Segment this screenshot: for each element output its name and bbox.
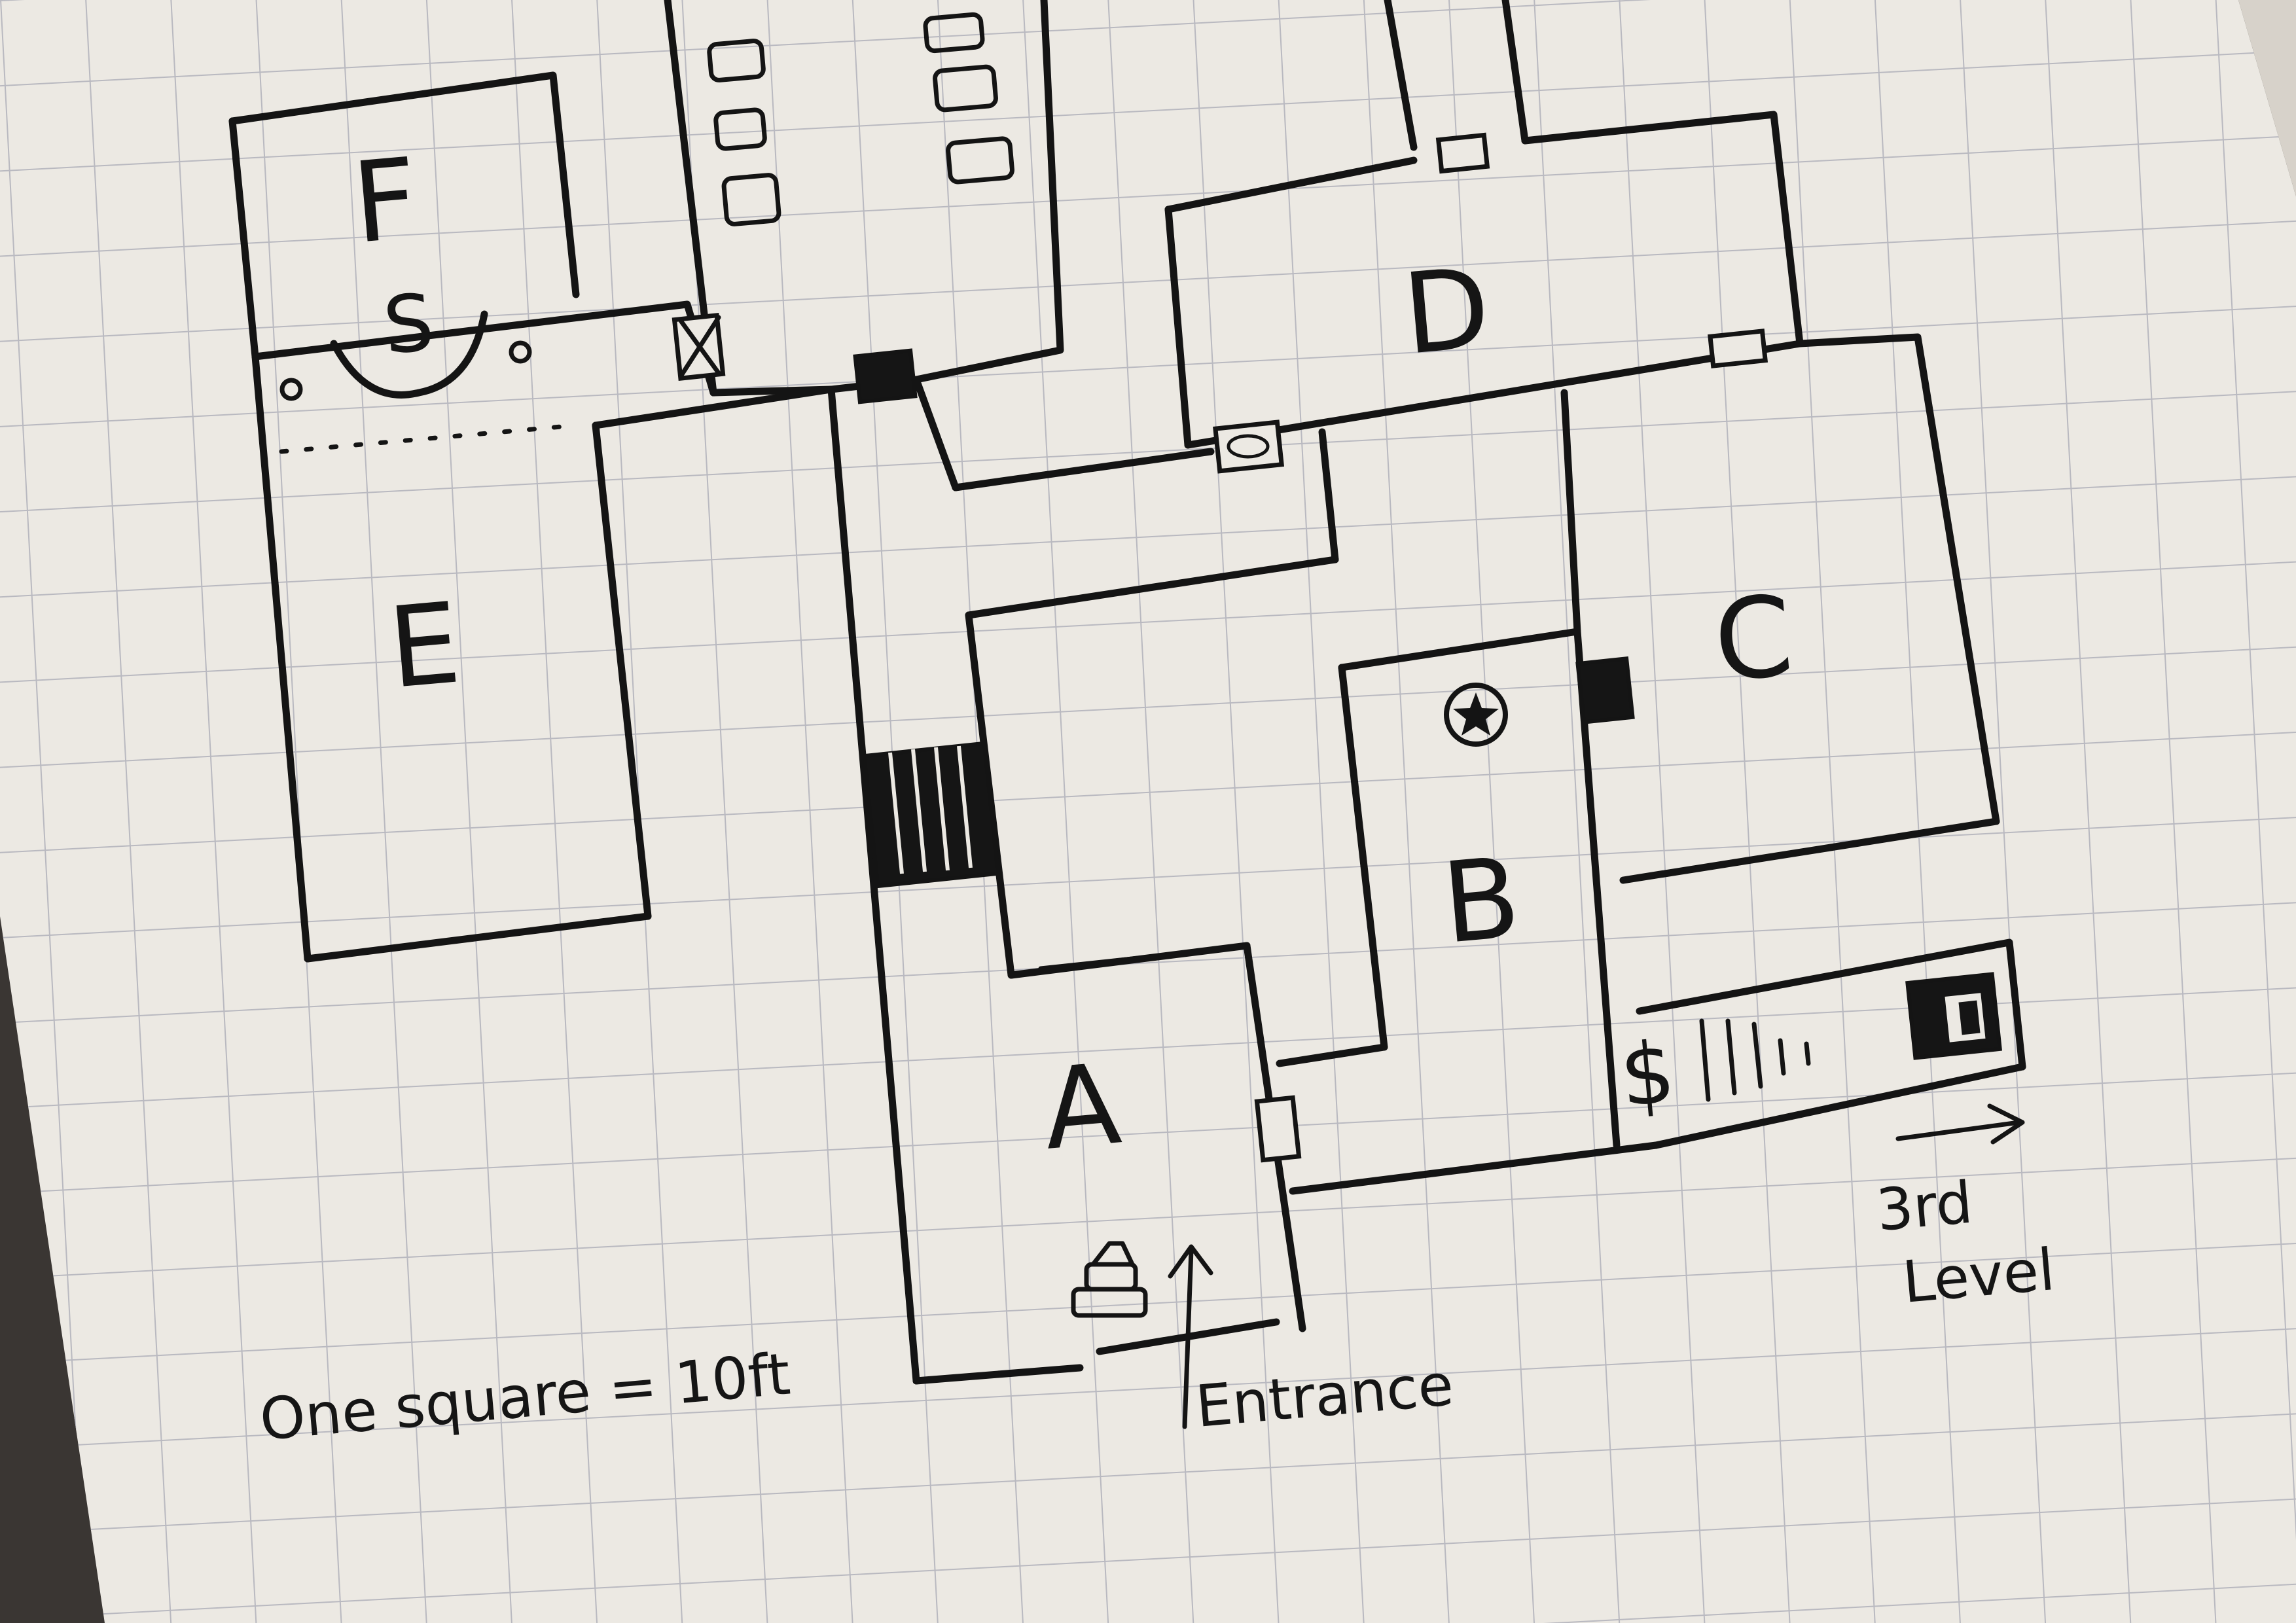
room-label-c: C	[1709, 571, 1798, 707]
star-in-circle-icon	[1444, 683, 1508, 747]
solid-door-north	[853, 348, 918, 404]
door-d-south	[1213, 419, 1285, 474]
x-door	[672, 312, 726, 381]
room-label-a: A	[1038, 1039, 1125, 1175]
pillar-left	[279, 378, 303, 401]
treasure-room-walls	[1636, 938, 2026, 1149]
room-label-f: F	[348, 134, 423, 269]
solid-door-c	[1575, 656, 1635, 724]
cells-right	[923, 12, 1014, 185]
room-d-walls	[1164, 111, 1804, 449]
secret-door-arc	[330, 310, 488, 399]
dotted-line	[279, 423, 579, 454]
exit-label-line1: 3rd	[1874, 1169, 1975, 1244]
arrow-icon	[1895, 1103, 2025, 1145]
room-b-walls	[1276, 628, 1660, 1195]
page-edge	[2238, 0, 2296, 196]
altar-icon	[1071, 1241, 1148, 1318]
secret-door-mark: S	[380, 277, 437, 372]
room-label-e: E	[384, 579, 465, 714]
portcullis-icon	[861, 741, 1001, 889]
treasure-tally	[1699, 1018, 1811, 1102]
exit-label-line2: Level	[1900, 1236, 2057, 1316]
room-f-walls	[228, 71, 580, 361]
treasure-mark: $	[1616, 1022, 1679, 1126]
ledge-a	[1038, 946, 1227, 971]
pillar-right	[509, 340, 532, 364]
room-label-b: B	[1437, 833, 1524, 969]
stair-icon	[1905, 972, 2003, 1060]
entrance-arrow	[1168, 1244, 1213, 1429]
room-label-d: D	[1398, 243, 1495, 380]
door-a-east	[1254, 1095, 1302, 1163]
room-e-walls	[251, 300, 835, 963]
cells-left	[707, 39, 781, 226]
door-d-east	[1708, 329, 1768, 368]
north-corridor-walls	[664, 0, 1529, 491]
door-d-north	[1435, 132, 1490, 174]
